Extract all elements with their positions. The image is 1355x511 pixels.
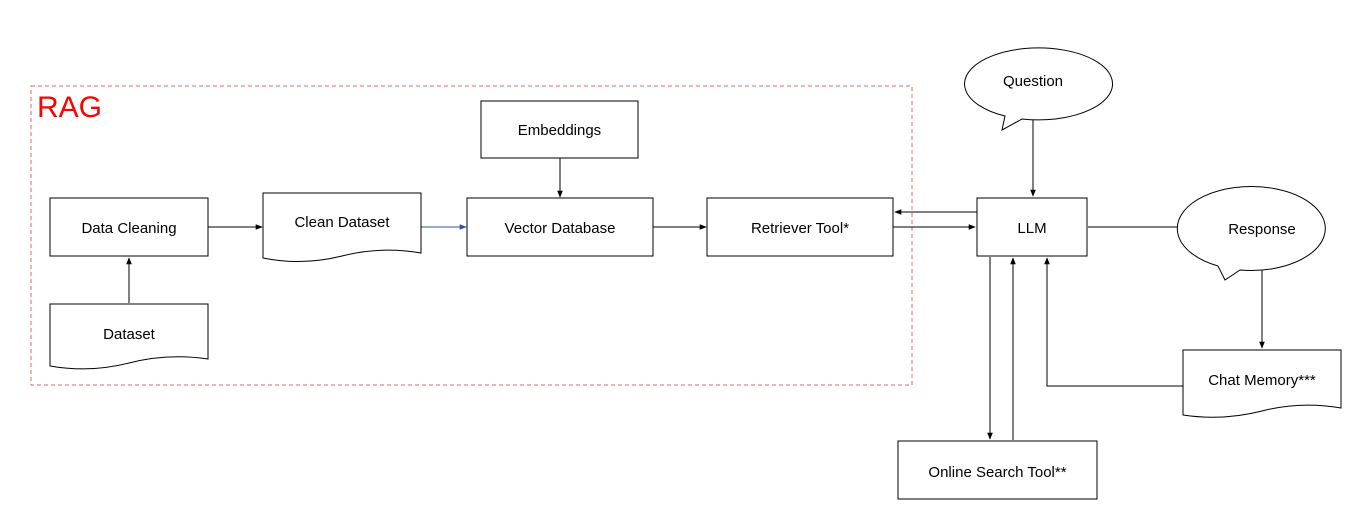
node-embeddings: Embeddings [480,100,639,159]
node-data-cleaning-label: Data Cleaning [81,220,176,237]
node-online-search-tool-label: Online Search Tool** [928,464,1066,481]
node-llm-label: LLM [1017,220,1046,237]
node-chat-memory: Chat Memory*** [1182,349,1342,418]
node-online-search-tool: Online Search Tool** [897,440,1098,500]
node-clean-dataset: Clean Dataset [262,192,422,263]
node-data-cleaning: Data Cleaning [49,197,209,257]
edge-chatmemory-to-llm [1044,257,1183,387]
node-response: Response [1176,186,1326,281]
node-dataset-label: Dataset [103,326,156,343]
node-chat-memory-label: Chat Memory*** [1208,372,1316,389]
rag-group-border [30,85,913,386]
node-response-label: Response [1228,221,1296,238]
node-retriever-tool-label: Retriever Tool* [751,220,849,237]
node-embeddings-label: Embeddings [518,122,601,139]
node-vector-database-label: Vector Database [505,220,616,237]
node-llm: LLM [976,197,1088,257]
node-vector-database: Vector Database [466,197,654,257]
node-retriever-tool: Retriever Tool* [706,197,894,257]
node-clean-dataset-label: Clean Dataset [294,214,390,231]
node-question: Question [964,47,1114,131]
node-dataset: Dataset [49,303,209,370]
node-question-label: Question [1003,73,1063,90]
rag-group-label: RAG [37,91,102,124]
